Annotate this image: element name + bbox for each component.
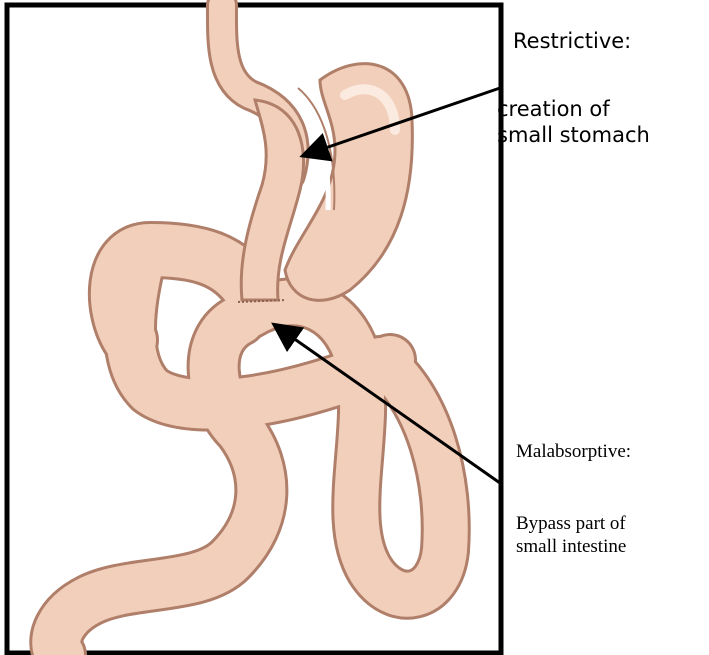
malabsorptive-description: Bypass part of small intestine: [516, 512, 626, 558]
restrictive-title: Restrictive:: [513, 28, 631, 54]
malabsorptive-line-1: Bypass part of: [516, 512, 626, 535]
malabsorptive-title: Malabsorptive:: [516, 440, 631, 463]
restrictive-description: creation of small stomach: [497, 96, 650, 148]
restrictive-line-1: creation of: [497, 96, 650, 122]
malabsorptive-line-2: small intestine: [516, 535, 626, 558]
restrictive-line-2: small stomach: [497, 122, 650, 148]
